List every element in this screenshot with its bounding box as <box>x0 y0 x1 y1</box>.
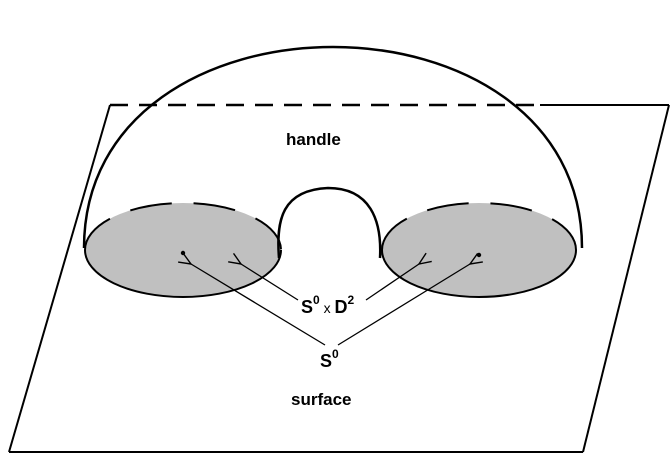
left-disk-outline <box>84 249 282 298</box>
s0-sup: 0 <box>332 347 339 361</box>
arrow-s0-right <box>337 264 470 346</box>
right-attaching-disk <box>382 203 576 297</box>
arrow-s0xd2-left <box>241 264 299 301</box>
s0-label: S0 <box>320 348 339 371</box>
s0xd2-sup0: 0 <box>313 293 320 307</box>
arrow-s0-left <box>191 264 326 346</box>
s0xd2-s: S <box>301 297 314 317</box>
right-disk-outline <box>381 249 577 298</box>
surface-label: surface <box>291 390 352 409</box>
s0xd2-times: x <box>319 300 335 316</box>
s0-s: S <box>320 351 333 371</box>
handle-inner-arch <box>277 186 382 259</box>
left-center-point <box>180 250 186 256</box>
s0-times-d2-label: S0 x D2 <box>301 294 354 317</box>
right-center-point <box>476 252 482 258</box>
left-attaching-disk <box>85 203 281 297</box>
arrow-s0xd2-right <box>365 264 419 301</box>
handle-label: handle <box>286 130 341 149</box>
s0xd2-d: D <box>334 297 348 317</box>
s0xd2-sup2: 2 <box>347 293 355 307</box>
handle-outer-dome <box>82 45 584 249</box>
surface-plane <box>8 103 670 453</box>
